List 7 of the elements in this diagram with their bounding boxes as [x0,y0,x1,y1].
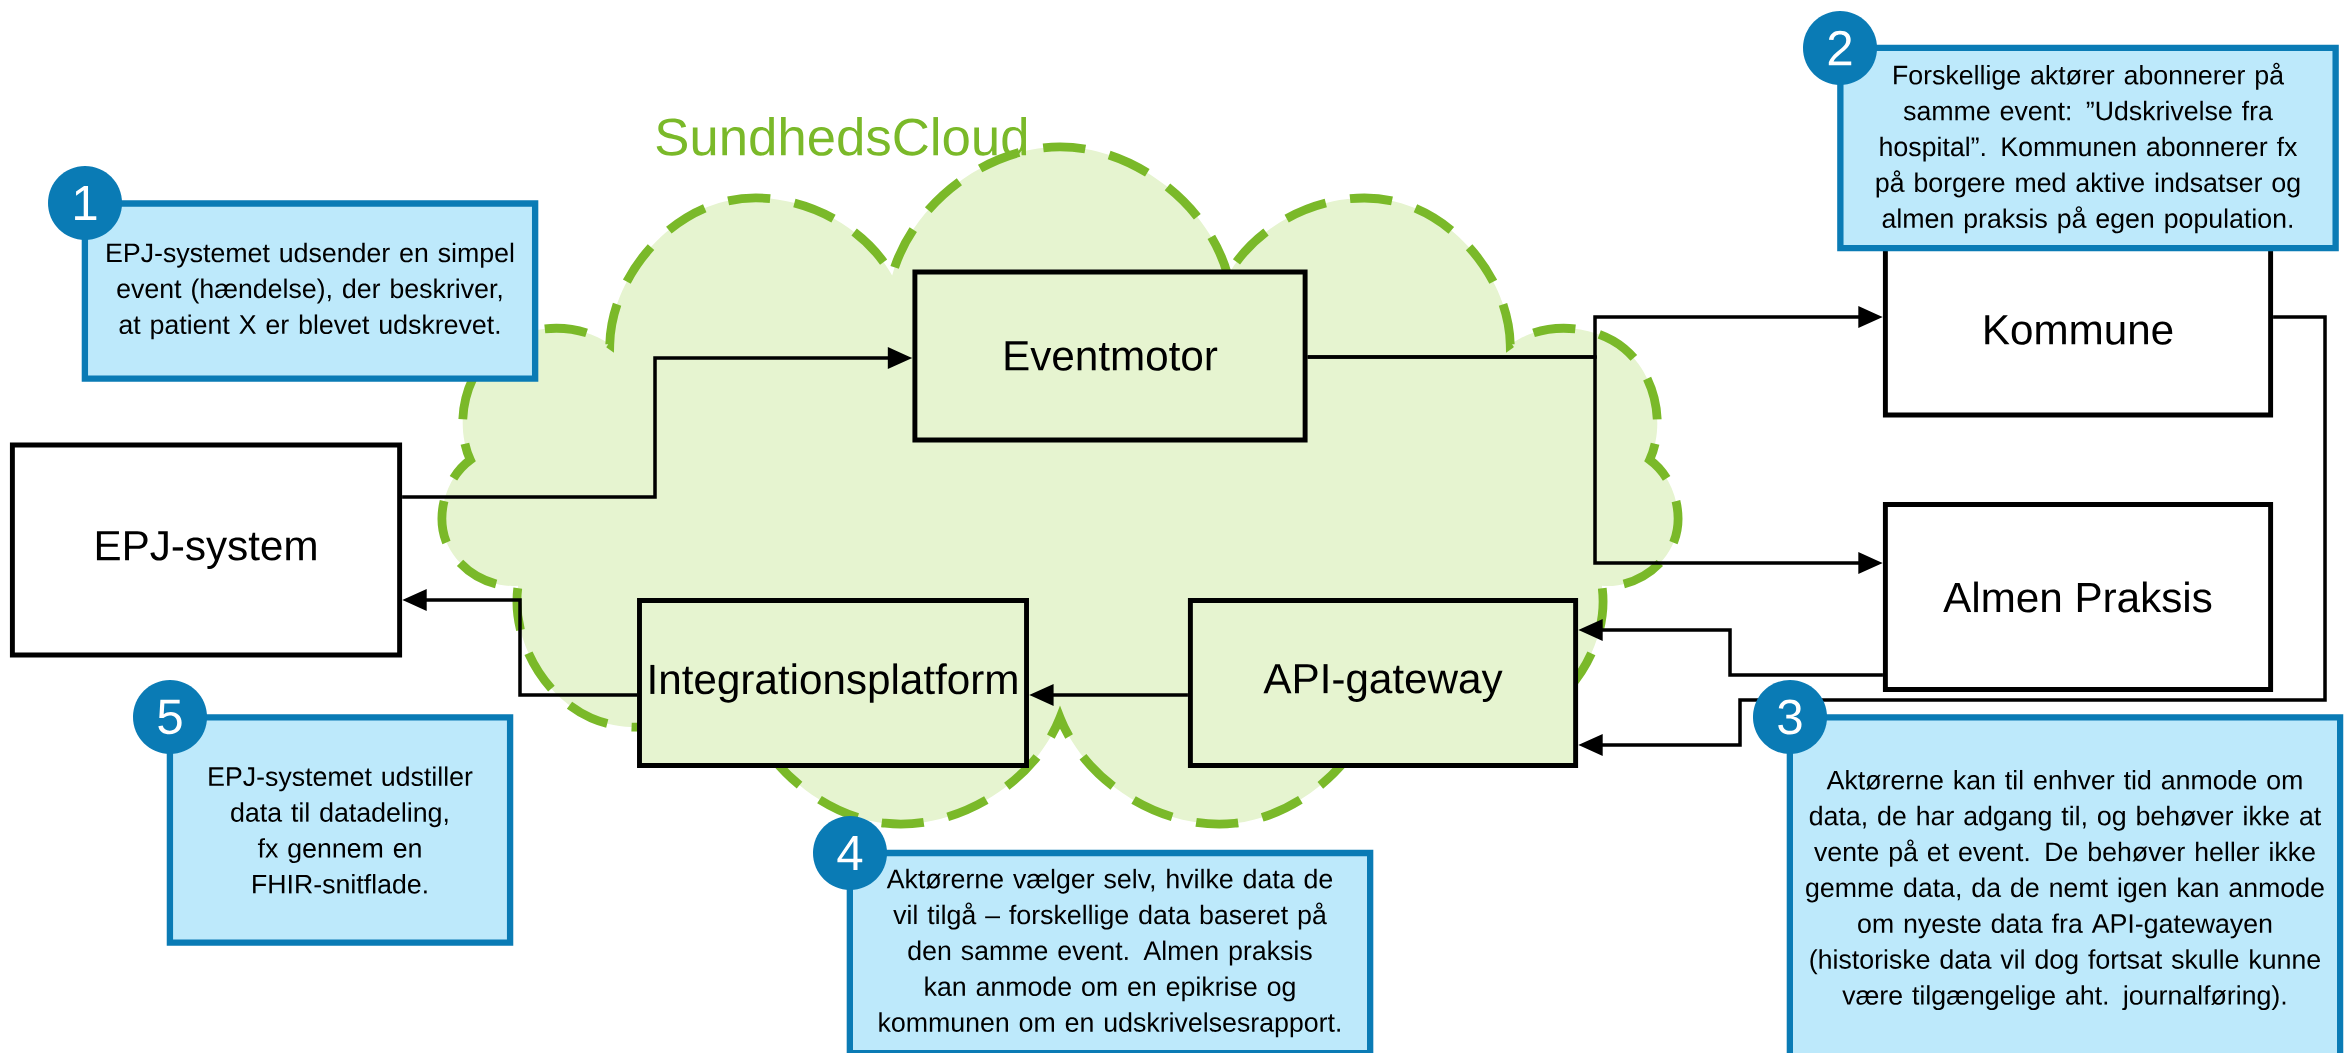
cloud-title: SundhedsCloud [656,117,1027,156]
process-box: Kommune [1882,242,2274,418]
process-box: Almen Praksis [1882,502,2274,693]
process-box: Integrationsplatform [637,598,1029,768]
process-box: EPJ-system [9,442,403,658]
process-box: Eventmotor [912,269,1308,443]
process-box: API-gateway [1187,598,1579,768]
